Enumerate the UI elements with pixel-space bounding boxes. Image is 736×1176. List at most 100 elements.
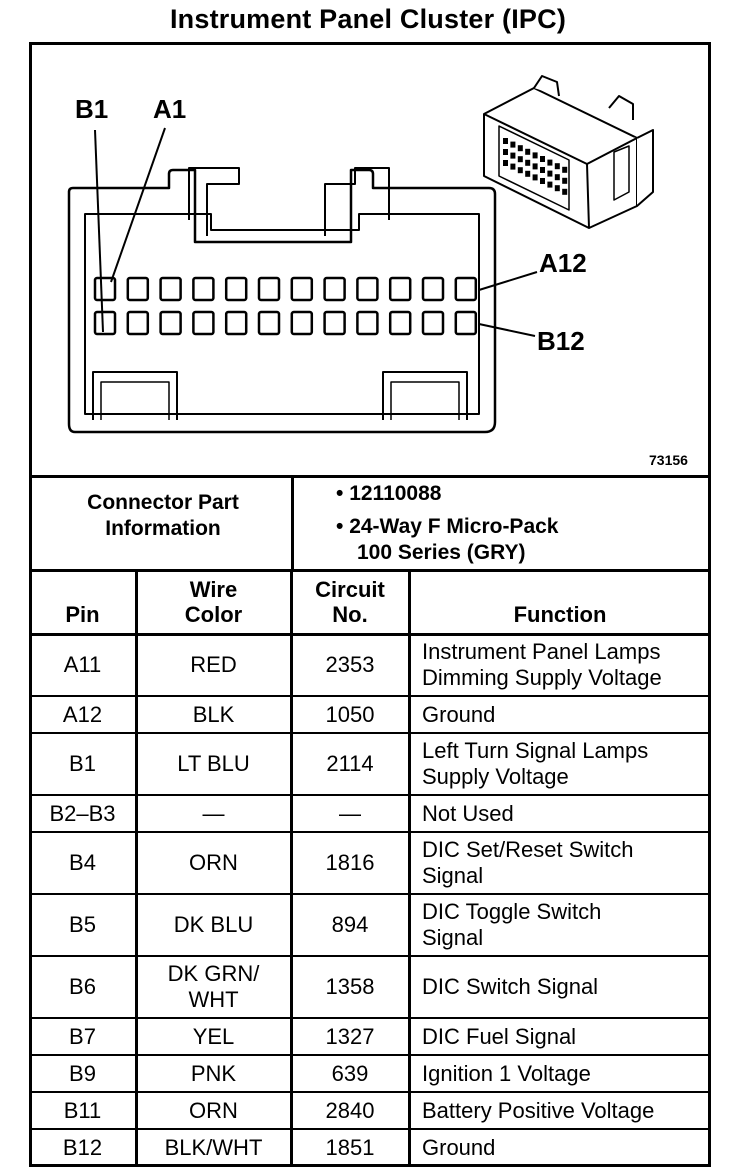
pin-cavity xyxy=(159,276,182,302)
cell-wire-color-text: WHT xyxy=(188,987,239,1012)
pin-cavity xyxy=(323,276,346,302)
pin-cavity xyxy=(192,310,215,336)
table-row-divider xyxy=(29,732,711,734)
cell-function: DIC Switch Signal xyxy=(422,974,708,1000)
cell-circuit-text: 2114 xyxy=(326,751,374,776)
cell-function: Ignition 1 Voltage xyxy=(422,1061,708,1087)
table-row-divider xyxy=(29,1128,711,1130)
cell-circuit-text: 1050 xyxy=(325,701,375,727)
cell-function-text: Supply Voltage xyxy=(422,764,569,789)
cell-pin: B12 xyxy=(29,1135,136,1161)
pin-cavity xyxy=(356,310,379,336)
cell-circuit: 2353 xyxy=(291,652,409,678)
cell-pin-text: B1 xyxy=(69,751,96,776)
divider-connector-info xyxy=(291,475,294,571)
header-pin: Pin xyxy=(29,602,136,627)
label-a12: A12 xyxy=(539,248,587,278)
cell-pin: B5 xyxy=(29,912,136,938)
pin-cavity xyxy=(257,276,281,302)
pin-cavity xyxy=(257,310,281,336)
cell-circuit: 1358 xyxy=(291,974,409,1000)
header-pin-line: Pin xyxy=(65,602,100,627)
cell-function-text: Ground xyxy=(422,701,496,727)
iso-pin xyxy=(503,138,508,144)
cell-pin-text: B9 xyxy=(69,1060,96,1086)
iso-pin xyxy=(525,159,531,166)
pin-cavity xyxy=(388,310,412,336)
cell-circuit-text: 2353 xyxy=(325,652,375,677)
figure-reference-number: 73156 xyxy=(649,452,688,468)
header-function: Function xyxy=(409,602,711,627)
table-row-divider xyxy=(29,955,711,957)
iso-pin xyxy=(562,177,568,184)
cell-circuit-text: 1327 xyxy=(325,1023,375,1049)
pin-cavity xyxy=(126,310,150,336)
cell-pin: B7 xyxy=(29,1024,136,1050)
iso-pin xyxy=(503,160,508,166)
cell-circuit-text: 639 xyxy=(331,1060,369,1086)
cell-function-text: Instrument Panel Lamps xyxy=(422,639,661,664)
cell-function-text: Signal xyxy=(422,863,484,888)
cell-wire-color-text: BLK/WHT xyxy=(164,1134,263,1160)
table-row-divider xyxy=(29,794,711,796)
divider-diagram xyxy=(29,475,711,478)
cell-pin: A11 xyxy=(29,652,136,678)
part-number-text: 12110088 xyxy=(349,482,442,505)
pin-cavity xyxy=(388,276,412,302)
iso-pin xyxy=(547,181,553,188)
cell-pin-text: A11 xyxy=(63,652,102,677)
cell-wire-color: — xyxy=(136,801,291,827)
cell-function-text: Ground xyxy=(422,1134,496,1160)
cell-function-text: Left Turn Signal Lamps xyxy=(422,738,649,763)
iso-pin xyxy=(510,141,516,148)
cell-function-text: Not Used xyxy=(422,800,514,826)
cell-wire-color-text: — xyxy=(202,800,225,826)
cell-circuit: 1816 xyxy=(291,850,409,876)
pin-cavity xyxy=(421,276,445,302)
part-number: • 12110088 xyxy=(336,481,441,507)
connector-description: • 24-Way F Micro-Pack 100 Series (GRY) xyxy=(336,514,558,566)
cell-function-text: Dimming Supply Voltage xyxy=(422,665,662,690)
cell-function-text: Signal xyxy=(422,925,484,950)
iso-pin xyxy=(554,174,560,181)
cell-wire-color-text: LT BLU xyxy=(177,751,250,776)
pin-cavity xyxy=(290,276,314,302)
cell-pin-text: A12 xyxy=(62,701,103,727)
cell-pin-text: B6 xyxy=(69,974,96,999)
pin-cavity xyxy=(224,276,248,302)
cell-circuit: 2840 xyxy=(291,1098,409,1124)
cell-wire-color: LT BLU xyxy=(136,751,291,777)
description-line-2: 100 Series (GRY) xyxy=(357,541,526,564)
outer-frame xyxy=(29,42,711,1167)
cell-function: Ground xyxy=(422,702,708,728)
cell-circuit: 2114 xyxy=(291,751,409,777)
header-wire-color-line: Wire xyxy=(189,577,238,602)
iso-pin xyxy=(532,152,538,159)
pin-cavity xyxy=(126,276,150,302)
cell-wire-color: DK GRN/WHT xyxy=(136,961,291,1013)
cell-function: Ground xyxy=(422,1135,708,1161)
iso-pin xyxy=(517,167,523,174)
pin-cavity xyxy=(421,310,445,336)
iso-pin xyxy=(554,163,560,170)
cell-wire-color: YEL xyxy=(136,1024,291,1050)
header-circuit-line: No. xyxy=(332,602,368,627)
iso-pin xyxy=(547,159,553,166)
cell-function-text: DIC Fuel Signal xyxy=(422,1023,577,1049)
pin-cavity xyxy=(323,310,346,336)
table-row-divider xyxy=(29,1017,711,1019)
cell-wire-color: BLK xyxy=(136,702,291,728)
header-circuit-line: Circuit xyxy=(315,577,385,602)
cell-wire-color: PNK xyxy=(136,1061,291,1087)
cell-function-text: DIC Toggle Switch xyxy=(422,899,602,924)
table-row-divider xyxy=(29,831,711,833)
cell-function: Not Used xyxy=(422,801,708,827)
iso-pin xyxy=(554,185,560,192)
cell-circuit-text: 894 xyxy=(331,912,369,937)
cell-pin: A12 xyxy=(29,702,136,728)
